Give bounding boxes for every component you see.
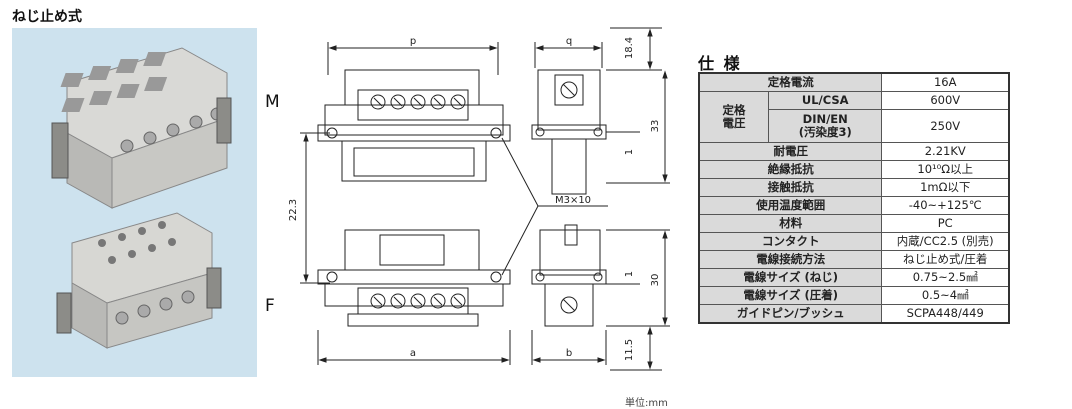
spec-label: ガイドピン/ブッシュ <box>698 304 883 324</box>
female-label: F <box>265 296 275 316</box>
spec-label: 定格電流 <box>698 72 883 92</box>
dim-top-gap: 18.4 <box>624 37 635 59</box>
spec-label: 接触抵抗 <box>698 178 883 197</box>
male-insert-illustration <box>51 47 232 209</box>
spec-value: 16A <box>881 72 1010 92</box>
spec-label: 材料 <box>698 214 883 233</box>
male-label: M <box>265 92 280 112</box>
table-row: 定格 電圧 UL/CSA 600V <box>698 91 1010 143</box>
female-insert-illustration <box>56 212 222 349</box>
spec-table: 定格電流 16A 定格 電圧 UL/CSA 600V DIN/EN (汚染度3)… <box>698 72 1010 324</box>
spec-value: -40~+125℃ <box>881 196 1010 215</box>
spec-value: 0.5~4㎟ <box>881 286 1010 305</box>
dim-one-m: 1 <box>624 149 635 155</box>
male-front-view <box>317 69 511 182</box>
spec-value: 10¹⁰Ω以上 <box>881 160 1010 179</box>
dim-b: b <box>566 348 572 359</box>
spec-label: 絶縁抵抗 <box>698 160 883 179</box>
spec-label: 使用温度範囲 <box>698 196 883 215</box>
unit-note: 単位:mm <box>625 398 668 409</box>
dim-one-f: 1 <box>624 271 635 277</box>
dim-height-m: 33 <box>650 120 661 133</box>
technical-drawing: p q 18.4 33 1 22.3 M3× <box>288 27 670 371</box>
spec-label: 定格 電圧 <box>698 91 769 143</box>
spec-value: 0.75~2.5㎟ <box>881 268 1010 287</box>
table-row: コンタクト内蔵/CC2.5 (別売) <box>698 232 1010 251</box>
table-row: 電線サイズ (ねじ)0.75~2.5㎟ <box>698 268 1010 287</box>
dim-pitch: 22.3 <box>288 199 299 221</box>
spec-value: 2.21KV <box>881 142 1010 161</box>
spec-label: コンタクト <box>698 232 883 251</box>
male-side-view <box>531 69 607 195</box>
spec-label: 電線サイズ (ねじ) <box>698 268 883 287</box>
table-row: 定格電流 16A <box>698 72 1010 92</box>
dim-a: a <box>410 348 416 359</box>
dim-q: q <box>566 36 572 47</box>
page-title: ねじ止め式 <box>12 9 82 25</box>
female-side-view <box>531 224 607 327</box>
spec-label: 耐電圧 <box>698 142 883 161</box>
spec-value: 1mΩ以下 <box>881 178 1010 197</box>
spec-value: PC <box>881 214 1010 233</box>
spec-label: 電線接続方法 <box>698 250 883 269</box>
spec-value: 250V <box>881 109 1010 143</box>
spec-label: UL/CSA <box>767 91 883 110</box>
spec-value: 600V <box>881 91 1010 110</box>
dim-p: p <box>410 36 416 47</box>
spec-title: 仕 様 <box>698 54 742 73</box>
dim-screw: M3×10 <box>555 195 591 206</box>
spec-label: DIN/EN (汚染度3) <box>767 109 883 143</box>
female-front-view <box>317 229 511 327</box>
table-row: 電線サイズ (圧着)0.5~4㎟ <box>698 286 1010 305</box>
spec-value: 内蔵/CC2.5 (別売) <box>881 232 1010 251</box>
dim-bottom-gap: 11.5 <box>624 339 635 361</box>
product-photo <box>12 28 257 377</box>
table-row: DIN/EN (汚染度3) 250V <box>699 109 1010 143</box>
table-row: 使用温度範囲-40~+125℃ <box>698 196 1010 215</box>
dim-height-f: 30 <box>650 274 661 287</box>
spec-label: 電線サイズ (圧着) <box>698 286 883 305</box>
spec-value: ねじ止め式/圧着 <box>881 250 1010 269</box>
spec-value: SCPA448/449 <box>881 304 1010 324</box>
table-row: 電線接続方法ねじ止め式/圧着 <box>698 250 1010 269</box>
